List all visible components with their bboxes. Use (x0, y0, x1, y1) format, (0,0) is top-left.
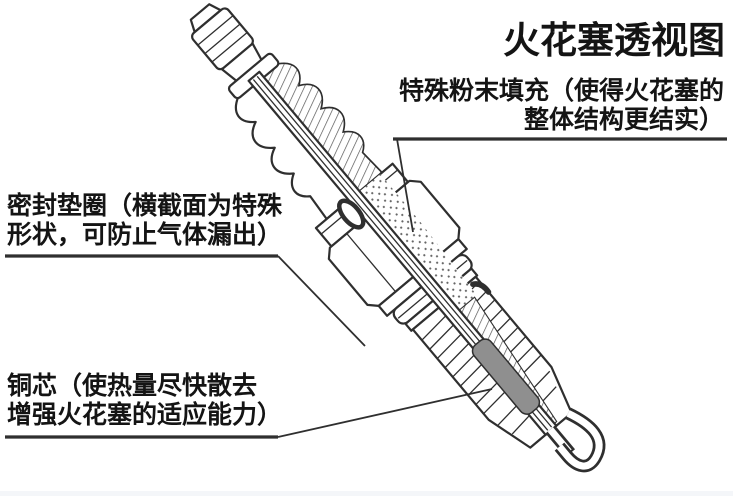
annotation-copper-line2: 增强火花塞的适应能力） (7, 401, 283, 429)
insulator-cross-section-hatch (258, 63, 383, 196)
annotation-powder-fill: 特殊粉末填充（使得火花塞的 整体结构更结实） (399, 77, 724, 135)
terminal-knurl-line (211, 31, 248, 63)
gasket-leader-line (277, 255, 366, 347)
copper-core (471, 338, 541, 415)
annotation-gasket-line1: 密封垫圈（横截面为特殊 (7, 192, 283, 220)
annotation-lines (5, 137, 727, 439)
hex-facet-line (346, 233, 397, 293)
crimp-seal-arc (470, 281, 492, 295)
powder-leader-line (396, 138, 414, 233)
copper-leader-line (277, 388, 493, 438)
annotation-gasket-line2: 形状，可防止气体漏出） (7, 221, 283, 249)
annotation-copper-line1: 铜芯（使热量尽快散去 (7, 372, 258, 400)
terminal-knurl-line (204, 23, 241, 55)
page-title: 火花塞透视图 (503, 20, 725, 61)
ground-electrode-face (556, 410, 603, 470)
spark-plug-body (189, 3, 606, 473)
terminal-knurl-line (197, 15, 234, 46)
annotation-copper-core: 铜芯（使热量尽快散去 增强火花塞的适应能力） (7, 372, 282, 430)
annotation-powder-line2: 整体结构更结实） (523, 106, 724, 134)
powder-fill-area (360, 173, 477, 310)
internal-seal-ring (337, 198, 366, 230)
bottom-strip (0, 491, 733, 496)
annotation-powder-line1: 特殊粉末填充（使得火花塞的 (398, 77, 724, 105)
annotation-seal-gasket: 密封垫圈（横截面为特殊 形状，可防止气体漏出） (7, 192, 282, 250)
